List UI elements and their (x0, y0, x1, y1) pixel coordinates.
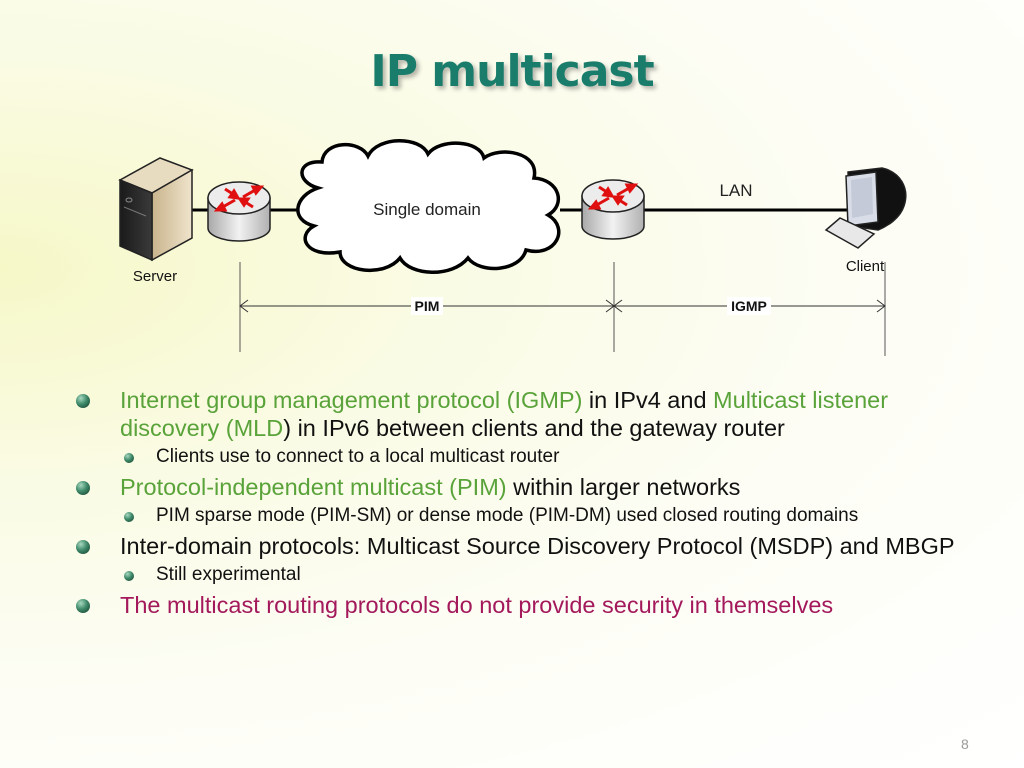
slide-title: IP multicast (370, 46, 654, 97)
sub-bullet-icon (124, 571, 134, 581)
mld-term: Multicast listener discovery (MLD (120, 387, 889, 441)
sub-bullet-clients: Clients use to connect to a local multic… (76, 445, 976, 469)
server-label: Server (133, 268, 177, 285)
network-diagram: Server Single domain LAN Client (118, 139, 907, 356)
sub-bullet-experimental: Still experimental (76, 563, 976, 587)
security-warning-text: The multicast routing protocols do not p… (120, 592, 834, 618)
text-fragment: in IPv4 and (582, 387, 714, 413)
lan-label: LAN (719, 181, 752, 200)
client-computer-icon (824, 167, 907, 249)
server-icon (118, 157, 194, 262)
bullet-list: Internet group management protocol (IGMP… (76, 386, 976, 622)
bullet-icon (76, 540, 90, 554)
igmp-term: Internet group management protocol (IGMP… (120, 387, 583, 413)
bullet-text: Clients use to connect to a local multic… (156, 446, 560, 467)
cloud-shape (296, 139, 561, 274)
router-right-icon (581, 179, 645, 240)
bullet-icon (76, 599, 90, 613)
pim-term: Protocol-independent multicast (PIM) (120, 474, 507, 500)
bullet-icon (76, 481, 90, 495)
page-number: 8 (961, 736, 969, 752)
pim-label: PIM (415, 298, 440, 314)
text-fragment: within larger networks (506, 474, 741, 500)
text-fragment: ) in IPv6 between clients and the gatewa… (283, 415, 785, 441)
sub-bullet-pim-modes: PIM sparse mode (PIM-SM) or dense mode (… (76, 504, 976, 528)
cloud-label: Single domain (373, 200, 481, 219)
client-label: Client (846, 258, 885, 275)
igmp-label: IGMP (731, 298, 767, 314)
bullet-text: Inter-domain protocols: Multicast Source… (120, 533, 955, 559)
sub-bullet-icon (124, 453, 134, 463)
router-left-icon (207, 181, 271, 242)
bullet-inter-domain: Inter-domain protocols: Multicast Source… (76, 532, 976, 560)
bullet-icon (76, 394, 90, 408)
bullet-pim: Protocol-independent multicast (PIM) wit… (76, 473, 976, 501)
bullet-text: PIM sparse mode (PIM-SM) or dense mode (… (156, 505, 859, 526)
sub-bullet-icon (124, 512, 134, 522)
bullet-text: Still experimental (156, 564, 301, 585)
bullet-security: The multicast routing protocols do not p… (76, 591, 976, 619)
bullet-igmp-mld: Internet group management protocol (IGMP… (76, 386, 976, 442)
